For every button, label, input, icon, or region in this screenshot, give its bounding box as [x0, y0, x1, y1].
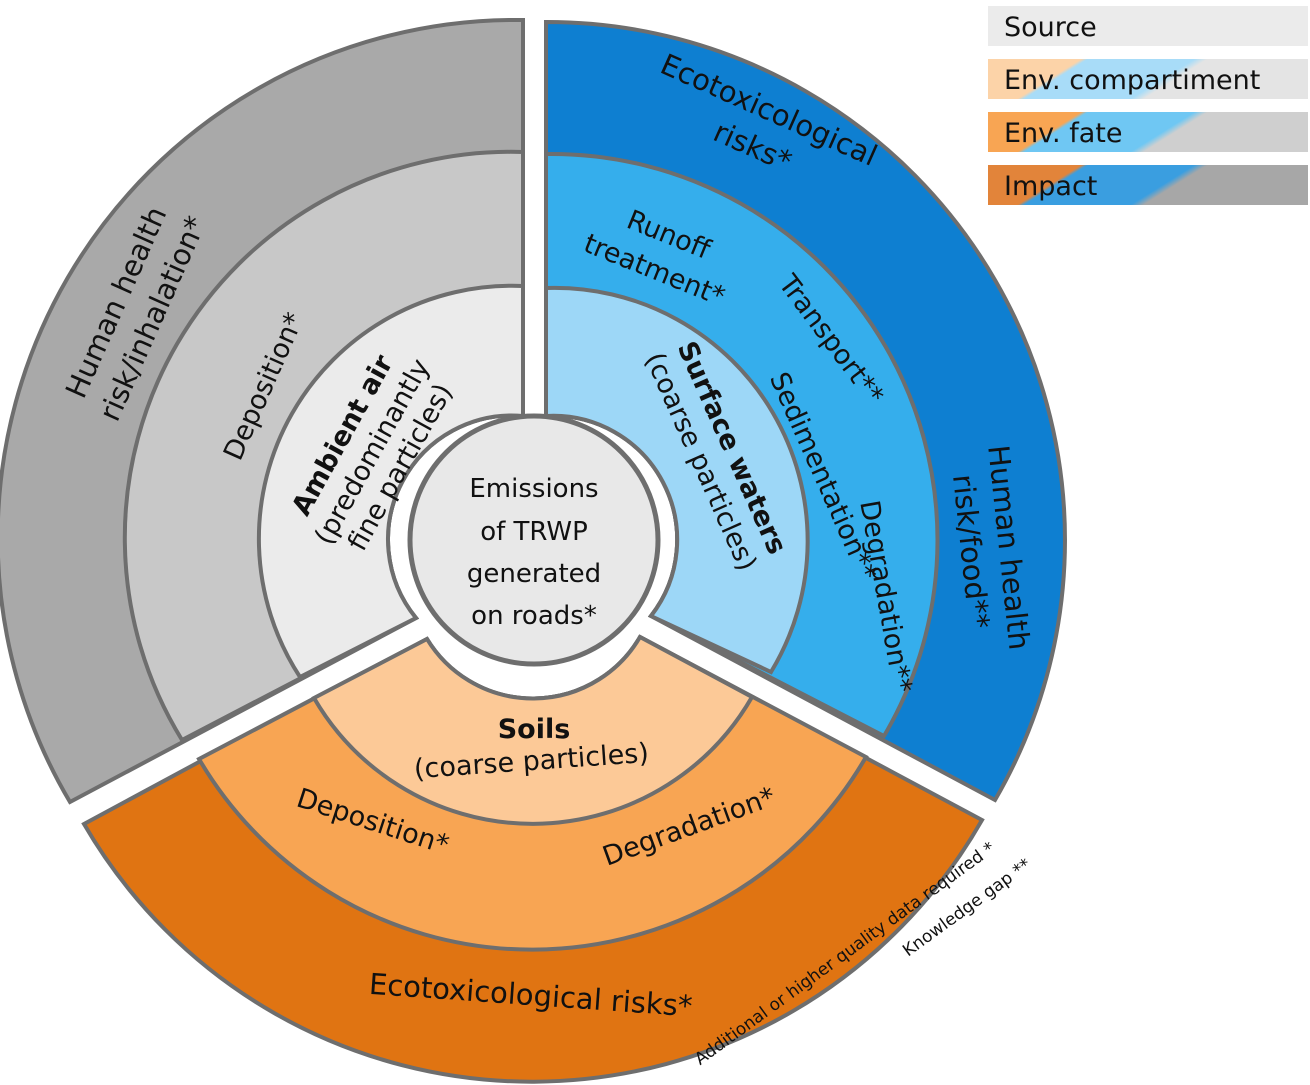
source-line-3: generated	[467, 559, 601, 589]
legend: Source Env. compartiment Env. fate Impac…	[988, 6, 1308, 205]
source-line-4: on roads*	[471, 601, 597, 631]
sector-soil	[81, 634, 985, 1084]
legend-label-impact: Impact	[1004, 171, 1097, 202]
legend-swatch-fate	[988, 112, 1308, 152]
source-line-2: of TRWP	[480, 517, 588, 547]
soil-compartment-ring	[311, 634, 755, 826]
source-circle	[407, 413, 661, 667]
legend-label-fate: Env. fate	[1004, 118, 1122, 149]
water-compartment-ring	[544, 285, 810, 675]
air-compartment-ring	[256, 283, 525, 680]
legend-item-source: Source	[988, 6, 1308, 46]
source-label: Emissions of TRWP generated on roads*	[467, 474, 601, 631]
soil-compartment-title: Soils	[498, 714, 571, 745]
sector-water	[544, 19, 1067, 803]
sector-air	[0, 17, 525, 805]
legend-label-source: Source	[1004, 12, 1097, 43]
legend-swatch-impact	[988, 165, 1308, 205]
legend-swatch-source	[988, 6, 1308, 46]
source-line-1: Emissions	[469, 474, 598, 504]
legend-label-compartment: Env. compartiment	[1004, 65, 1260, 96]
legend-swatch-compartment	[988, 59, 1308, 99]
legend-item-fate: Env. fate	[988, 112, 1308, 152]
legend-item-impact: Impact	[988, 165, 1308, 205]
legend-item-compartment: Env. compartiment	[988, 59, 1308, 99]
